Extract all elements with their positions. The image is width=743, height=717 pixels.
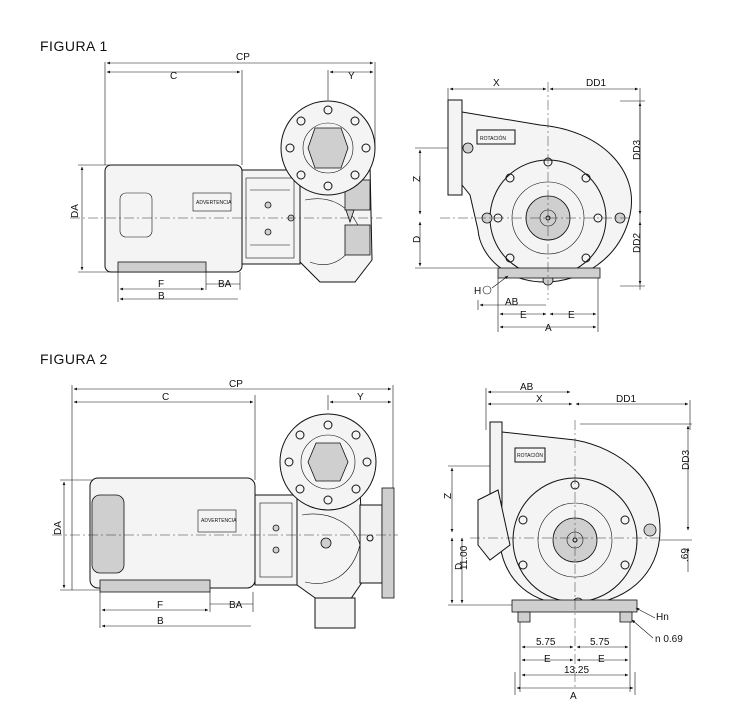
fig1-a-label: A [545, 323, 552, 334]
fig2-e-left-label: E [544, 654, 551, 665]
fig2-x-label: X [536, 394, 543, 405]
fig2-dd3-label: DD3 [681, 450, 692, 470]
fig2-advertencia-label: ADVERTENCIA [201, 518, 237, 524]
fig2-half-right-label: 5.75 [590, 637, 610, 648]
fig2-y-label: Y [357, 392, 364, 403]
fig1-h-label: H [474, 286, 481, 297]
fig2-rotacion-label: ROTACIÓN [517, 452, 543, 459]
figure-1-side-view [70, 61, 382, 302]
fig1-cp-label: CP [236, 52, 250, 63]
figure-2-side-view [52, 385, 398, 629]
fig2-d-label: D [454, 563, 465, 570]
figure-2-front-view [448, 388, 692, 695]
fig1-dd2-label: DD2 [632, 233, 643, 253]
fig1-f-label: F [158, 279, 164, 290]
fig2-b-label: B [157, 616, 164, 627]
fig2-half-left-label: 5.75 [536, 637, 556, 648]
figure-1-side-labels: CP C Y DA F B BA ADVERTENCIA [70, 52, 355, 302]
fig2-e-right-label: E [598, 654, 605, 665]
fig2-dd1-label: DD1 [616, 394, 636, 405]
fig1-rotacion-label: ROTACIÓN [480, 135, 506, 142]
fig2-a-label: A [570, 691, 577, 702]
fig1-e-left-label: E [520, 310, 527, 321]
figure-1-front-labels: X DD1 DD3 DD2 Z D H AB E E A ROTACIÓN [412, 78, 643, 334]
fig2-hn-label: Hn [656, 612, 669, 623]
figure-2-front-labels: AB X DD1 DD3 .69 Z 11.00 D Hn n 0.69 5.7… [443, 382, 692, 702]
fig1-e-right-label: E [568, 310, 575, 321]
fig1-x-label: X [493, 78, 500, 89]
fig2-c-label: C [162, 392, 169, 403]
fig1-dd1-label: DD1 [586, 78, 606, 89]
fig2-69-label: .69 [680, 548, 691, 562]
figure-1-title: FIGURA 1 [40, 38, 108, 54]
fig1-c-label: C [170, 71, 177, 82]
fig1-advertencia-label: ADVERTENCIA [196, 200, 232, 206]
fig2-height-label: 11.00 [459, 545, 470, 570]
fig1-dd3-label: DD3 [632, 140, 643, 160]
fig1-da-label: DA [70, 204, 81, 218]
fig2-ab-label: AB [520, 382, 534, 393]
fig2-n-label: n 0.69 [655, 634, 683, 645]
fig2-da-label: DA [53, 521, 64, 535]
fig2-cp-label: CP [229, 379, 243, 390]
fig2-z-label: Z [443, 493, 454, 499]
fig1-z-label: Z [412, 176, 423, 182]
figure-2-title: FIGURA 2 [40, 351, 108, 367]
fig1-y-label: Y [348, 71, 355, 82]
fig1-ba-label: BA [218, 279, 232, 290]
fig2-ba-label: BA [229, 600, 243, 611]
fig1-ab-label: AB [505, 297, 519, 308]
fig1-d-label: D [412, 236, 423, 243]
figure-2-side-labels: CP C Y DA F B BA ADVERTENCIA [53, 379, 364, 627]
fig1-b-label: B [158, 291, 165, 302]
fig2-overall-label: 13.25 [564, 665, 589, 676]
figure-1-front-view [415, 82, 645, 332]
fig2-f-label: F [157, 600, 163, 611]
